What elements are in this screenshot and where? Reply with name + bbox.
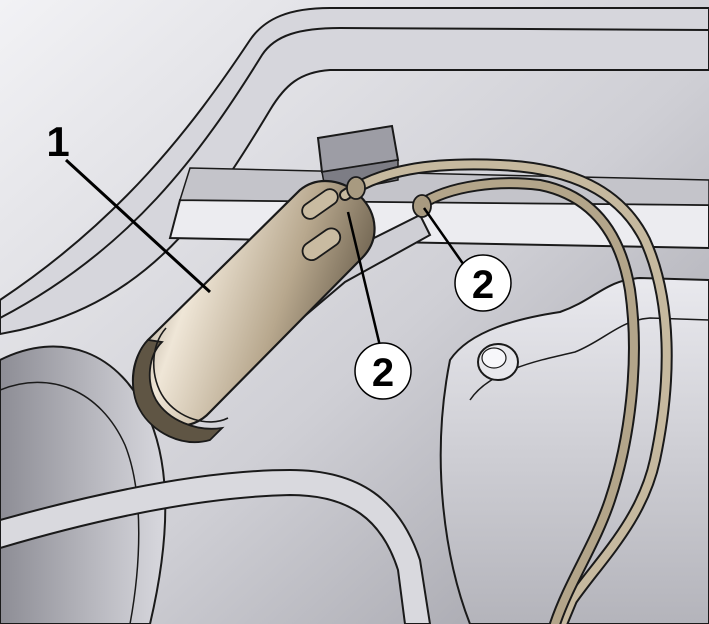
filter-nozzle-top bbox=[301, 188, 339, 220]
fuel-hose-icon bbox=[339, 158, 673, 624]
left-sump-inner bbox=[0, 381, 140, 624]
leader-line-2a bbox=[422, 207, 468, 269]
leader-line-1 bbox=[64, 158, 212, 294]
fuel-filter-icon bbox=[131, 179, 376, 443]
upper-left-panel-edge bbox=[0, 26, 709, 319]
hose-fitting-a bbox=[346, 176, 366, 200]
fuel-filter-end-cap bbox=[132, 339, 225, 443]
filter-nozzle-bottom bbox=[301, 227, 342, 262]
fuel-filter-band bbox=[153, 327, 229, 423]
callout-2b-label: 2 bbox=[372, 351, 394, 395]
bracket-bolt-head bbox=[481, 347, 507, 369]
upper-left-panel bbox=[0, 7, 709, 336]
bottom-strap bbox=[0, 468, 432, 624]
callout-1-label: 1 bbox=[46, 118, 69, 165]
fuel-hose-outer-fill bbox=[341, 160, 671, 624]
leader-line-2b bbox=[346, 211, 382, 347]
callout-2a-circle bbox=[454, 254, 512, 312]
callout-2a-label: 2 bbox=[472, 263, 494, 307]
fuel-hose-inner-fill bbox=[416, 179, 638, 624]
callout-2b-circle bbox=[354, 342, 412, 400]
